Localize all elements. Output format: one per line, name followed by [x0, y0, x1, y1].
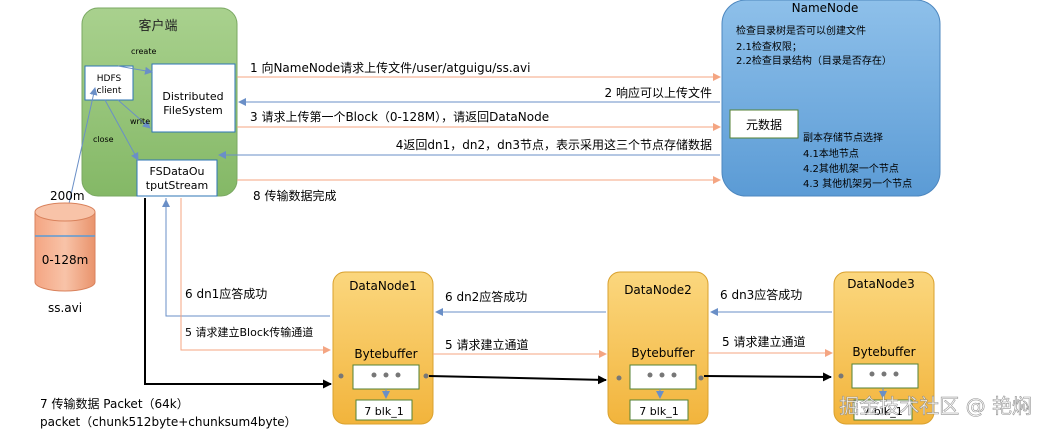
ack-dn1-label: 6 dn1应答成功: [185, 286, 267, 301]
datanode-2-packet-dot: [647, 372, 653, 378]
fsdataoutputstream-label-line2: tputStream: [146, 179, 208, 192]
datanode-2-block-box: [629, 399, 689, 421]
write-arrow: [117, 99, 151, 129]
request-dn2-label: 5 请求建立通道: [445, 337, 528, 352]
message-4-label: 4返回dn1，dn2，dn3节点，表示采用这三个节点存储数据: [396, 137, 712, 152]
file-cylinder: 200m 0-128m ss.avi: [34, 87, 98, 315]
datanode-3-title: DataNode3: [847, 277, 915, 291]
packet-dn1-to-dn2-arrow: [428, 375, 607, 385]
packet-dn2-to-dn3-arrow: [703, 372, 832, 382]
metadata-label: 元数据: [746, 117, 782, 132]
datanode-2-bytebuffer-label: Bytebuffer: [631, 346, 694, 360]
datanode-1: DataNode1 Bytebuffer 7 blk_1: [332, 271, 434, 425]
datanode-1-packet-dot: [371, 372, 377, 378]
datanode-1-port-left: [338, 373, 344, 379]
message-2-label: 2 响应可以上传文件: [605, 85, 712, 100]
create-label: create: [131, 47, 156, 56]
datanode-3-packet-dot: [893, 371, 899, 377]
datanode-3-bytebuffer-label: Bytebuffer: [852, 345, 915, 359]
hdfs-client-label-line1: HDFS: [97, 74, 122, 84]
watermark-text: 掘金技术社区 @ 艳焖: [839, 394, 1032, 418]
datanode-1-packet-dot: [395, 372, 401, 378]
packet-structure-label: packet（chunk512byte+chunksum4byte）: [40, 415, 297, 429]
request-dn1-arrow: [180, 198, 331, 354]
client-title: 客户端: [138, 18, 177, 34]
cylinder-top: [34, 202, 96, 222]
namenode-title: NameNode: [792, 1, 859, 15]
datanode-3-block-label: 7 blk_1: [863, 405, 902, 418]
packet-stream-arrow: [144, 198, 332, 389]
fsdataoutputstream-label-line1: FSDataOu: [149, 165, 204, 178]
datanode-1-block-box: [355, 399, 413, 421]
datanode-3-packet-dot: [869, 371, 875, 377]
message-8-label: 8 传输数据完成: [253, 188, 336, 203]
close-label: close: [93, 135, 114, 144]
replica-line3: 4.2其他机架一个节点: [803, 162, 899, 175]
file-name-label: ss.avi: [48, 301, 82, 315]
hdfs-client-label-line2: client: [97, 86, 122, 96]
replica-line2: 4.1本地节点: [803, 147, 859, 160]
datanode-3-port-left: [838, 373, 844, 379]
block-range-label: 0-128m: [42, 253, 89, 267]
distributed-filesystem-label-line2: FileSystem: [163, 104, 222, 117]
replica-line4: 4.3 其他机架另一个节点: [803, 177, 912, 190]
datanode-2-packet-dot: [659, 372, 665, 378]
namenode-check-line2: 2.1检查权限；: [736, 40, 802, 53]
request-dn1-label: 5 请求建立Block传输通道: [185, 325, 313, 339]
ack-dn2-label: 6 dn2应答成功: [445, 289, 527, 304]
client-panel: 客户端 HDFS client Distributed FileSystem F…: [81, 7, 238, 197]
datanode-2-packet-dot: [671, 372, 677, 378]
datanode-1-bytebuffer-label: Bytebuffer: [354, 347, 417, 361]
datanode-2: DataNode2 Bytebuffer 7 blk_1: [607, 271, 709, 425]
file-size-label: 200m: [50, 189, 85, 203]
distributed-filesystem-label-line1: Distributed: [162, 90, 223, 103]
fsdataoutputstream-box: [136, 159, 218, 197]
datanode-2-port-right: [698, 375, 704, 381]
namenode-check-line3: 2.2检查目录结构（目录是否存在）: [736, 54, 892, 67]
datanode-1-title: DataNode1: [349, 279, 417, 293]
datanode-3-block-box: [853, 399, 913, 421]
replica-line1: 副本存储节点选择: [803, 131, 883, 144]
create-arrow: [117, 65, 153, 75]
write-label: write: [130, 117, 150, 126]
namenode-messages: 1 向NameNode请求上传文件/user/atguigu/ss.avi 2 …: [218, 60, 721, 203]
metadata-box: [729, 109, 799, 139]
close-arrow: [104, 99, 139, 161]
datanode-3-bytebuffer-box: [851, 363, 919, 389]
cylinder-body: [34, 212, 96, 292]
namenode-panel: NameNode 检查目录树是否可以创建文件 2.1检查权限； 2.2检查目录结…: [721, 0, 941, 197]
packet-transfer-label: 7 传输数据 Packet（64k）: [40, 396, 189, 411]
request-dn3-label: 5 请求建立通道: [722, 334, 805, 349]
datanode-3: DataNode3 Bytebuffer 7 blk_1: [833, 271, 935, 425]
ack-dn3-label: 6 dn3应答成功: [720, 287, 802, 302]
datanode-2-title: DataNode2: [624, 283, 692, 297]
datanode-3-packet-dot: [881, 371, 887, 377]
datanode-2-block-label: 7 blk_1: [639, 405, 678, 418]
distributed-filesystem-box: [151, 63, 236, 133]
datanode-1-port-right: [423, 373, 429, 379]
namenode-box: [721, 0, 941, 197]
upload-arrow: [67, 87, 98, 209]
datanode-1-block-label: 7 blk_1: [364, 405, 403, 418]
namenode-check-line1: 检查目录树是否可以创建文件: [736, 24, 866, 37]
message-1-label: 1 向NameNode请求上传文件/user/atguigu/ss.avi: [250, 60, 530, 75]
pipeline-arrows: 6 dn1应答成功 5 请求建立Block传输通道 6 dn2应答成功 5 请求…: [144, 198, 833, 389]
datanode-2-port-left: [616, 375, 622, 381]
message-3-label: 3 请求上传第一个Block（0-128M），请返回DataNode: [250, 109, 549, 124]
datanode-1-packet-dot: [383, 372, 389, 378]
